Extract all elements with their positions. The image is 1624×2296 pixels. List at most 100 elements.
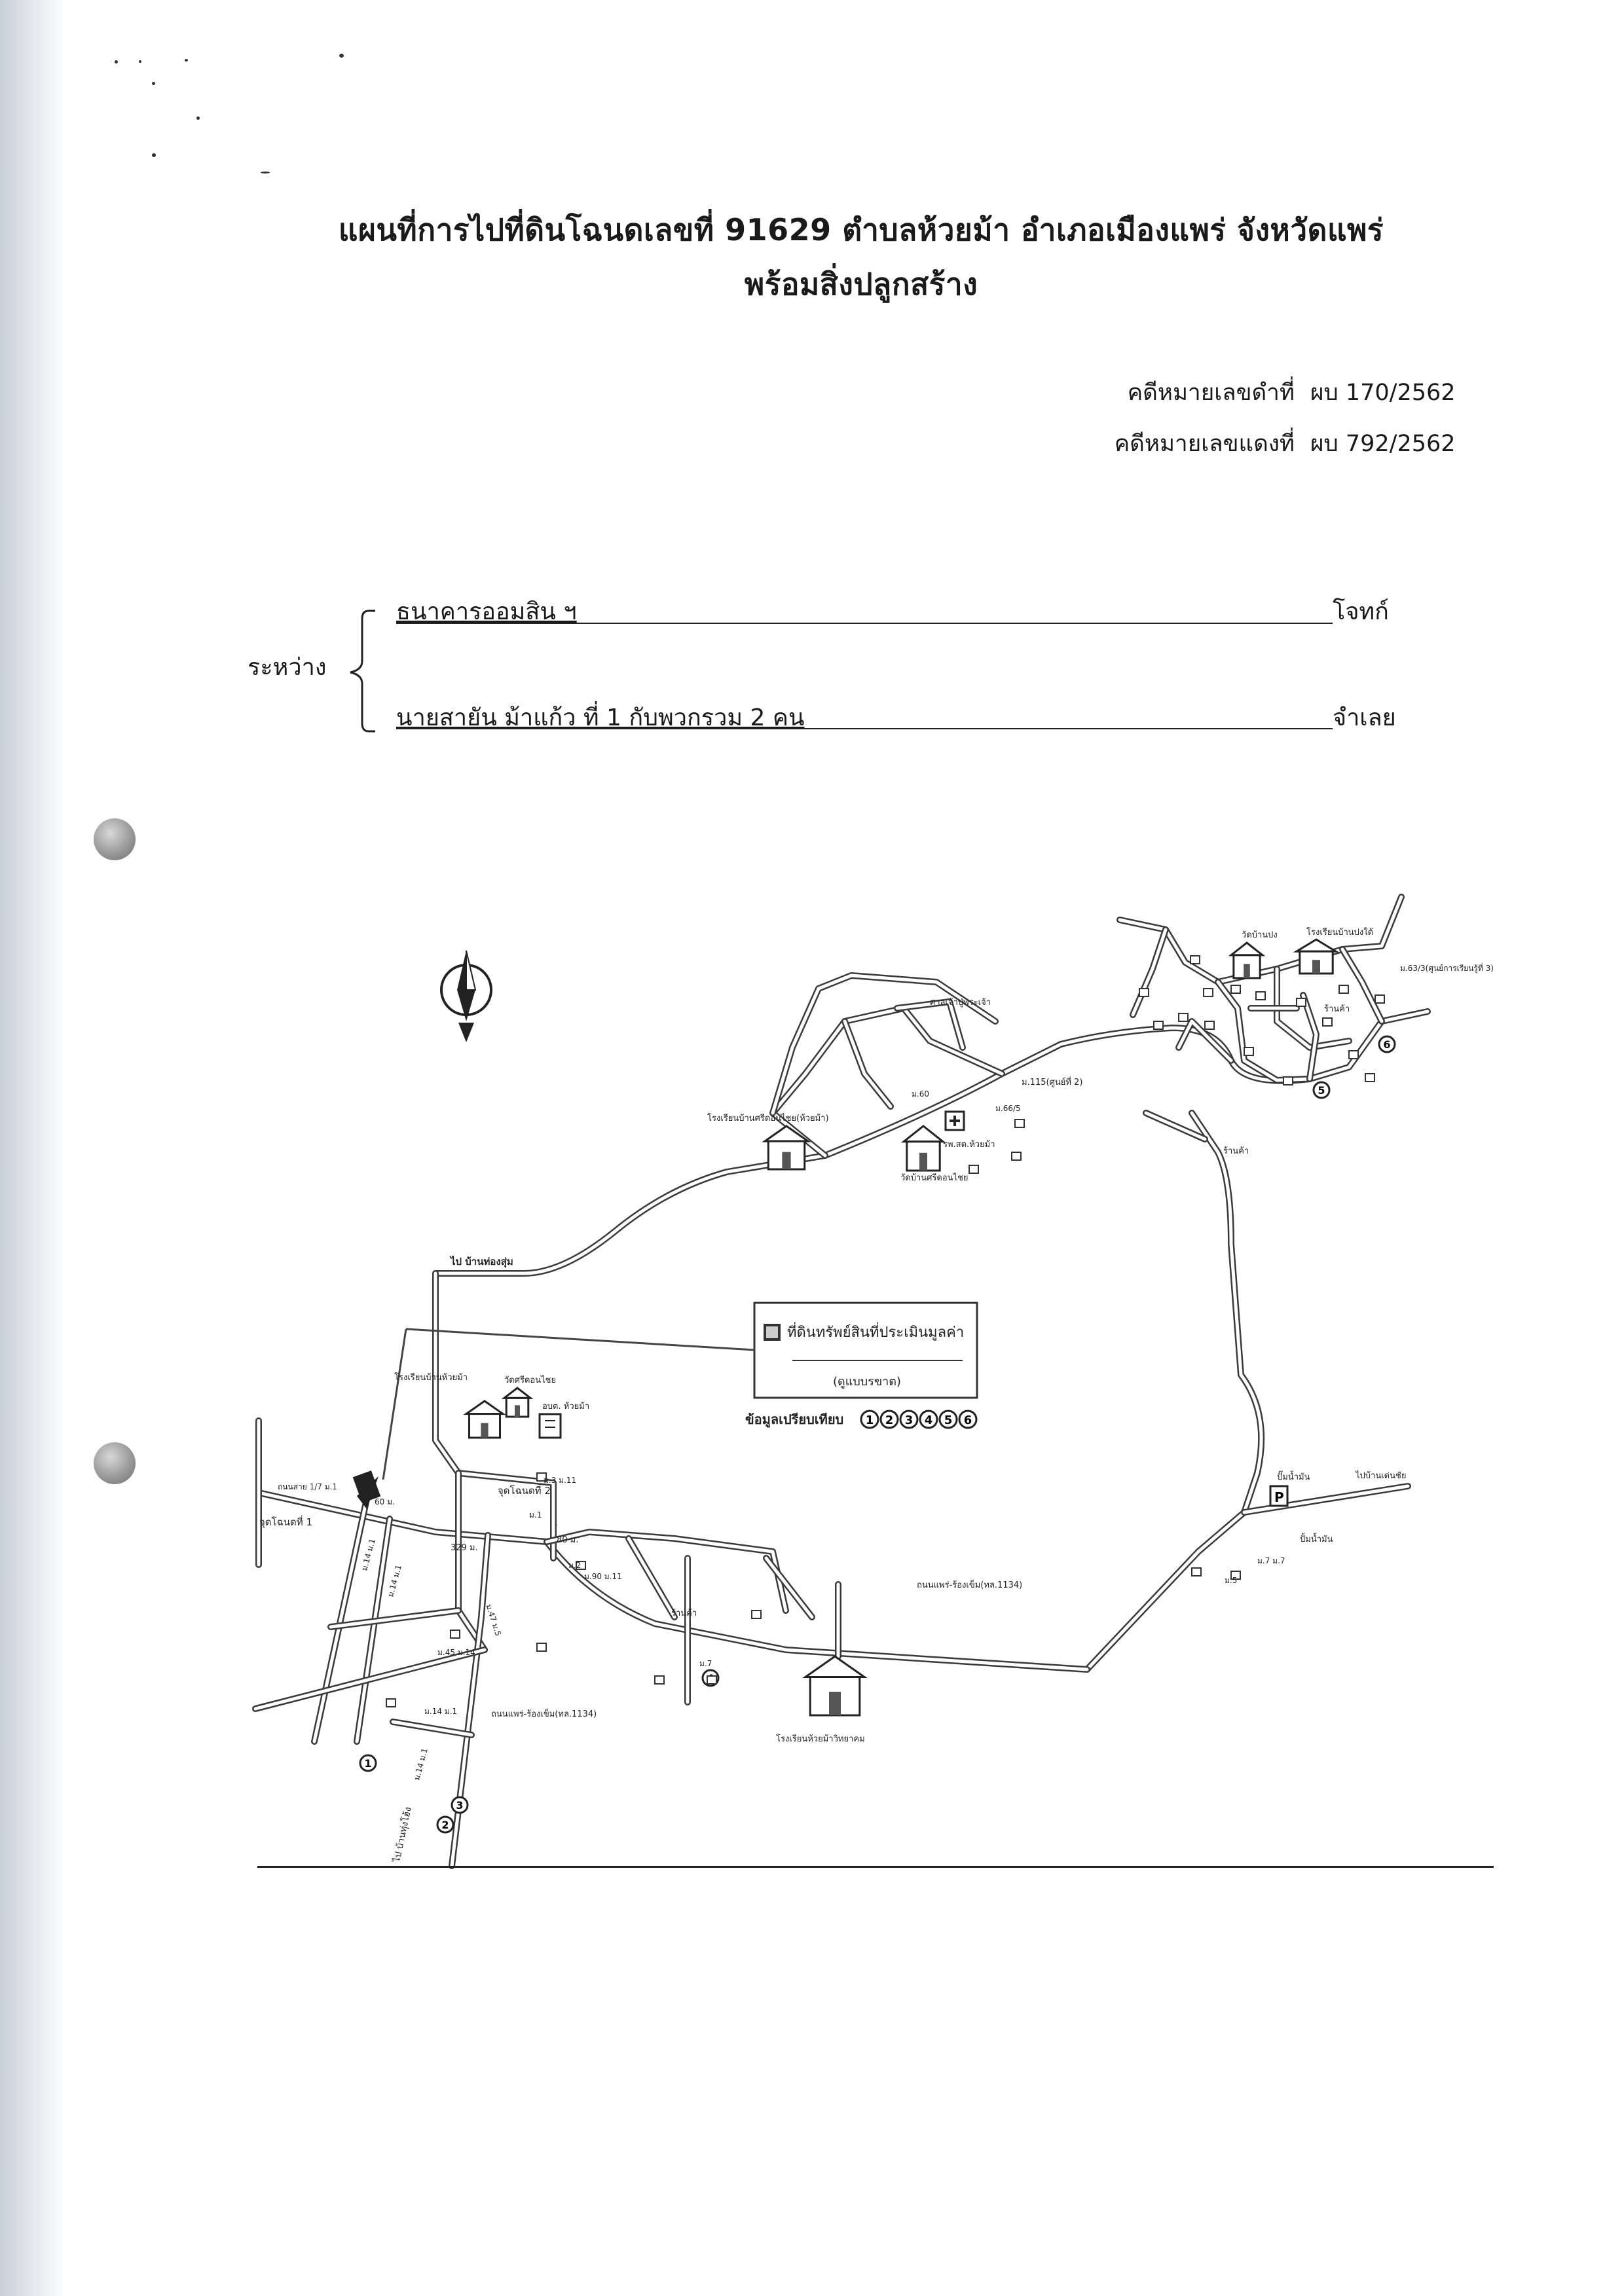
case-black-value: ผบ 170/2562 xyxy=(1310,380,1456,406)
map-legend xyxy=(753,1302,978,1399)
map-buildings: P xyxy=(386,938,1385,1717)
school-building-icon xyxy=(463,1400,506,1439)
house-icon xyxy=(450,1630,460,1639)
road-label: ไป บ้านท่องสุ่ม xyxy=(449,1255,513,1268)
map-label: ม.47 ม.5 xyxy=(484,1603,503,1637)
map-label: ม.14 ม.1 xyxy=(360,1538,377,1572)
road-fill xyxy=(843,1019,893,1108)
scan-speck xyxy=(261,172,270,173)
legend-pointer xyxy=(405,1328,755,1351)
legend-title: ที่ดินทรัพย์สินที่ประเมินมูลค่า xyxy=(787,1322,964,1341)
scan-speck xyxy=(185,59,188,62)
comparison-number: 4 xyxy=(925,1413,933,1427)
map-label: ร้านค้า xyxy=(671,1609,697,1618)
house-icon xyxy=(1011,1152,1022,1161)
road-label: ไปบ้านเด่นชัย xyxy=(1355,1470,1406,1481)
temple-label: วัดบ้านปง xyxy=(1242,930,1278,940)
house-icon xyxy=(1322,1017,1333,1027)
house-icon xyxy=(1230,985,1241,994)
road-label: ศาลเจ้าปู่พระเจ้า xyxy=(930,998,991,1008)
map-label: ม.90 ม.11 xyxy=(584,1572,622,1581)
road-label: จุดโฉนดที่ 1 xyxy=(259,1515,312,1529)
page-title: แผนที่การไปที่ดินโฉนดเลขที่ 91629 ตำบลห้… xyxy=(338,212,1384,247)
comparison-number: 6 xyxy=(964,1413,972,1427)
house-icon xyxy=(1014,1119,1025,1128)
road-fill xyxy=(1340,947,1384,1023)
map-label: ม.14 ม.1 xyxy=(412,1747,430,1781)
road-fill xyxy=(1301,993,1318,1081)
plaintiff-line xyxy=(396,623,1333,624)
school-label: โรงเรียนบ้านห้วยม้า xyxy=(394,1372,468,1383)
school-label: โรงเรียนห้วยม้าวิทยาคม xyxy=(776,1734,865,1744)
road xyxy=(432,1025,1313,1277)
temple-icon xyxy=(1228,941,1266,979)
road xyxy=(769,1005,1005,1159)
house-icon xyxy=(969,1165,979,1174)
map-label: ร้านค้า xyxy=(1223,1146,1249,1156)
map-label: 60 ม. xyxy=(375,1497,395,1506)
school-building-icon xyxy=(762,1125,811,1171)
map-comparison-marker xyxy=(359,1754,377,1772)
case-black-label: คดีหมายเลขดำที่ xyxy=(1127,380,1295,406)
house-icon xyxy=(1153,1021,1164,1030)
case-red-value: ผบ 792/2562 xyxy=(1310,431,1456,457)
road xyxy=(841,1018,894,1110)
house-icon xyxy=(1190,955,1200,964)
comparison-marker xyxy=(958,1410,978,1429)
plaintiff-role: โจทก์ xyxy=(1333,598,1389,625)
road-fill xyxy=(1242,1484,1410,1514)
road-fill xyxy=(764,1556,814,1619)
comparison-marker xyxy=(938,1410,958,1429)
house-icon xyxy=(536,1472,547,1482)
gas-station-icon: P xyxy=(1269,1485,1289,1507)
house-icon xyxy=(1191,1567,1202,1576)
map-comparison-number: 3 xyxy=(456,1799,463,1812)
comparison-marker xyxy=(919,1410,938,1429)
map-label: อบต. ห้วยม้า xyxy=(542,1402,589,1412)
comparison-number: 1 xyxy=(866,1413,874,1427)
road-fill xyxy=(545,1540,1089,1671)
temple-icon xyxy=(900,1125,946,1172)
map-label: ม.115(ศูนย์ที่ 2) xyxy=(1022,1076,1082,1087)
road-fill xyxy=(329,1609,460,1629)
map-label: 329 ม. xyxy=(451,1543,478,1553)
plaintiff-name: ธนาคารออมสิน ฯ xyxy=(396,598,577,625)
road-network xyxy=(252,894,1431,1869)
case-red: คดีหมายเลขแดงที่ผบ 792/2562 xyxy=(1085,426,1478,462)
scan-edge xyxy=(0,0,62,2296)
map-comparison-number: 6 xyxy=(1383,1038,1390,1051)
scan-speck xyxy=(152,82,155,85)
subject-plot-marker xyxy=(352,1470,381,1509)
house-icon xyxy=(1338,985,1349,994)
map-label: ม.7 ม.7 xyxy=(1257,1556,1285,1565)
scan-speck xyxy=(196,117,200,120)
road-fill xyxy=(434,1026,1312,1275)
road-label: จุดโฉนดที่ 2 xyxy=(498,1484,551,1497)
road-fill xyxy=(1216,980,1430,1082)
party-bracket xyxy=(350,610,375,733)
map-comparison-marker xyxy=(451,1796,469,1814)
temple-icon xyxy=(501,1387,534,1418)
map-label: ม.63/3(ศูนย์การเรียนรู้ที่ 3) xyxy=(1400,962,1494,974)
defendant-line xyxy=(396,728,1333,729)
temple-label: วัดบ้านศรีดอนไชย xyxy=(900,1173,969,1183)
temple-label: วัดศรีดอนไชย xyxy=(504,1375,556,1385)
road-label: ไป บ้านทุ่งโฮ้ง xyxy=(391,1806,414,1863)
road-fill xyxy=(253,1648,487,1711)
road-fill xyxy=(1085,1111,1263,1671)
map-label: ม.60 xyxy=(912,1089,929,1099)
house-icon xyxy=(576,1561,586,1570)
road-label: ปั้มน้ำมัน xyxy=(1300,1533,1333,1544)
comparison-label: ข้อมูลเปรียบเทียบ xyxy=(745,1412,843,1429)
house-icon xyxy=(386,1698,396,1707)
defendant-name: นายสายัน ม้าแก้ว ที่ 1 กับพวกรวม 2 คน xyxy=(396,704,805,731)
road xyxy=(1084,1110,1265,1673)
map-label: ร้านค้า xyxy=(1324,1004,1350,1014)
house-icon xyxy=(654,1675,665,1685)
map-comparison-marker xyxy=(1312,1081,1331,1099)
map-label: ม.14 ม.1 xyxy=(386,1564,403,1598)
school-label: โรงเรียนบ้านศรีดอนไชย(ห้วยม้า) xyxy=(707,1113,829,1123)
house-icon xyxy=(1204,1021,1215,1030)
map-comparison-marker xyxy=(436,1815,454,1834)
